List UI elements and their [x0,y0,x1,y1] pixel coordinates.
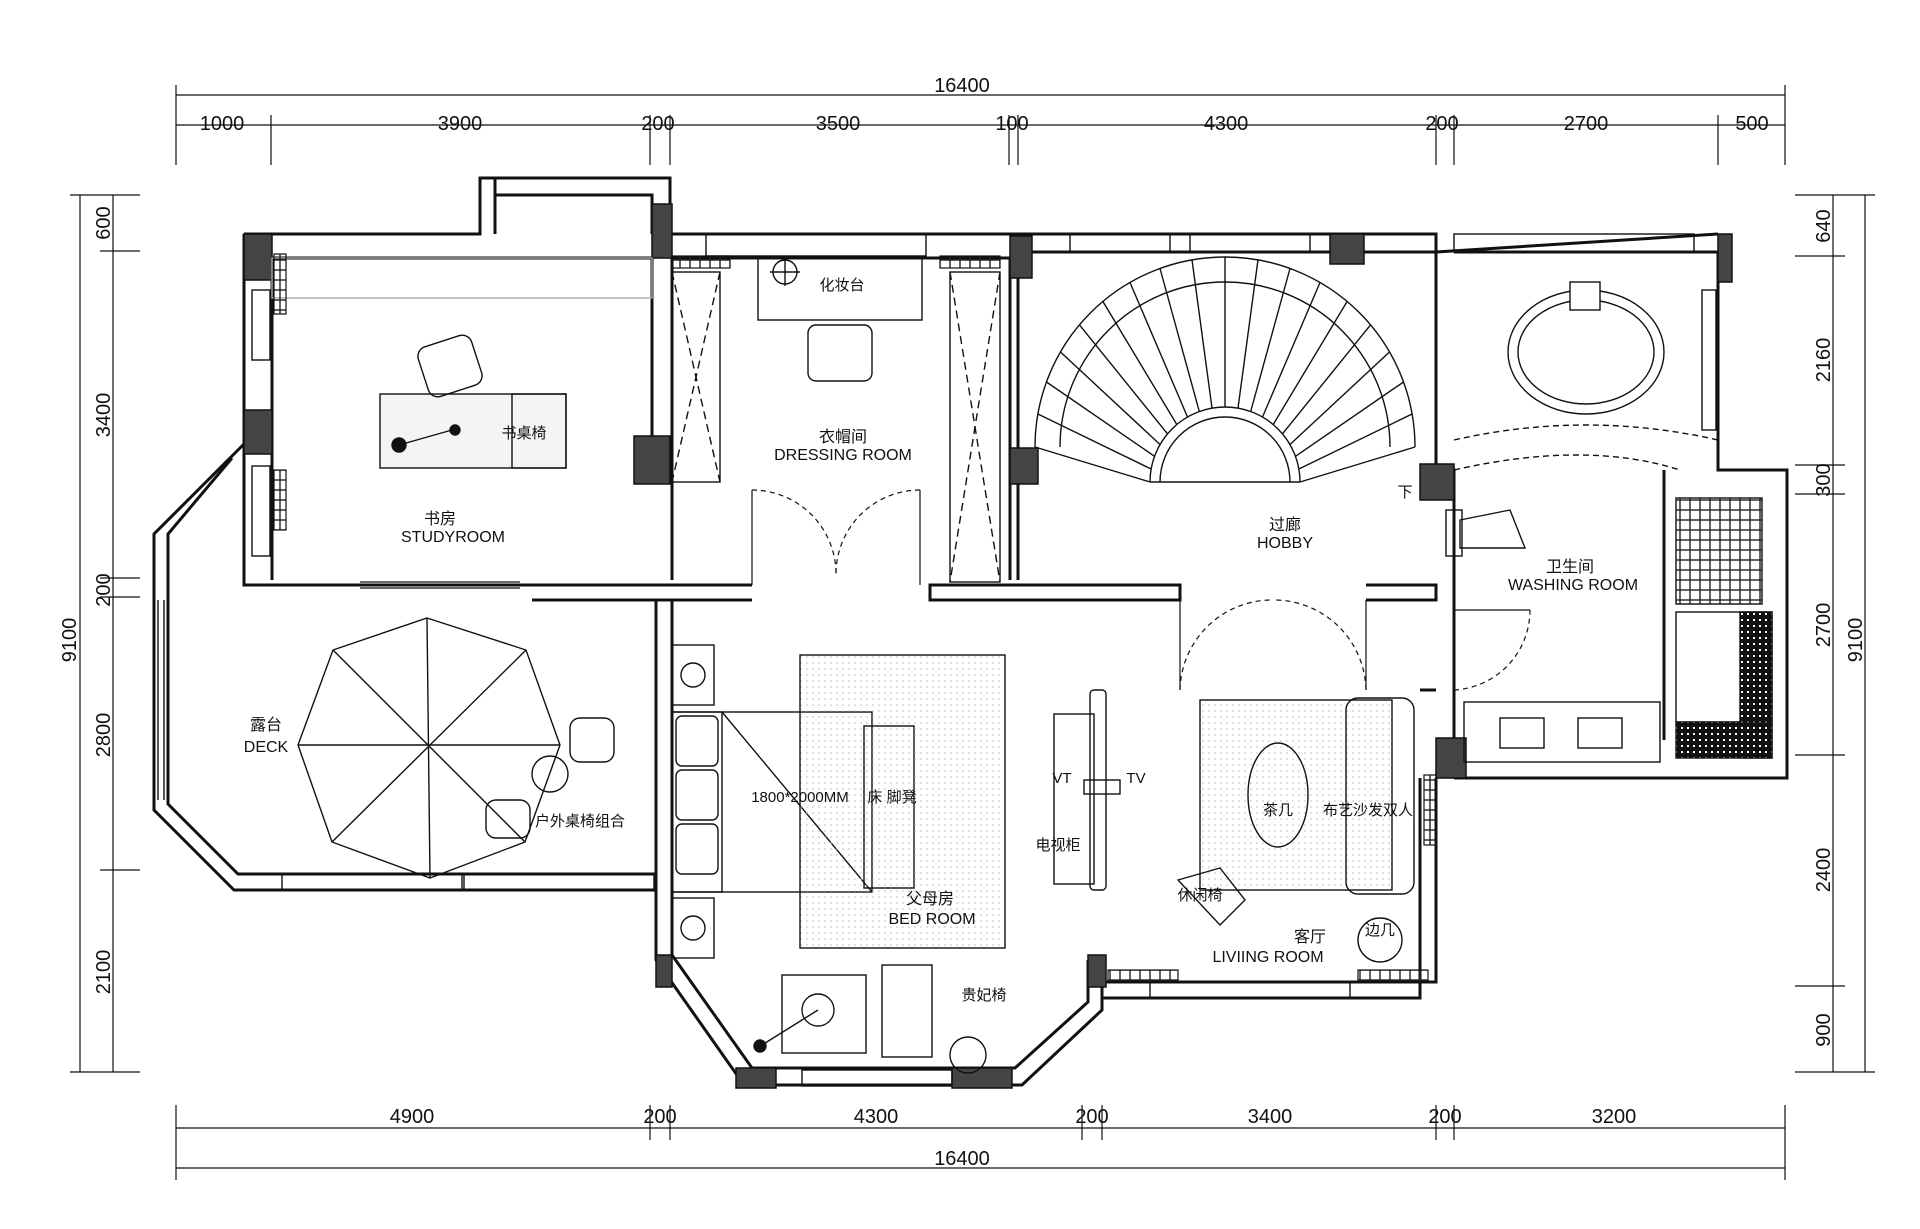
heater-grilles [273,253,1437,983]
room-study-zh: 书房 [424,510,456,528]
stair-tread [1159,268,1200,412]
stair-tread [1289,351,1390,446]
windows [157,233,1717,1087]
furniture-labels: 化妆台 书桌椅 户外桌椅组合 1800*2000MM 床 脚凳 电视柜 VT T… [501,277,1413,1004]
columns [243,203,1733,1089]
label-vt: VT [1052,770,1071,787]
label-stair-down: 下 [1397,484,1412,501]
stair-tread [1129,282,1189,418]
label-tea-table: 茶几 [1263,802,1293,819]
dim-top-4: 3500 [816,113,861,135]
dim-left-4: 2800 [93,713,115,758]
room-dressing-zh: 衣帽间 [819,428,867,446]
label-tv-cabinet: 电视柜 [1035,837,1080,854]
dim-bottom-7: 3200 [1592,1106,1637,1128]
room-hobby-en: HOBBY [1257,535,1313,552]
walls [152,176,1789,1087]
room-bed-zh: 父母房 [906,890,954,908]
stair-tread [1078,324,1169,435]
room-living-en: LIVIING ROOM [1212,949,1323,966]
room-labels: 书房 STUDYROOM 衣帽间 DRESSING ROOM 过廊 HOBBY … [244,428,1638,966]
dim-top-9: 500 [1735,113,1768,135]
stair-tread [1281,324,1372,435]
dim-left-2: 3400 [93,393,115,438]
dim-bottom-total: 16400 [934,1148,990,1170]
dim-bottom-3: 4300 [854,1106,899,1128]
label-desk-chair: 书桌椅 [501,425,546,442]
stair-tread [1272,301,1348,425]
dim-bottom-5: 3400 [1248,1106,1293,1128]
room-bed-en: BED ROOM [888,911,975,928]
label-bed-size: 1800*2000MM [751,789,849,806]
stair-tread [1191,259,1213,409]
stair-tread [1237,259,1259,409]
dim-bottom-2: 200 [643,1106,676,1128]
dim-top-7: 200 [1425,113,1458,135]
stair-tread [1299,446,1416,483]
room-study-en: STUDYROOM [401,529,505,546]
label-sofa: 布艺沙发双人 [1323,802,1413,819]
furniture [297,256,1773,1074]
label-lounge-chair: 休闲椅 [1177,887,1222,904]
dim-right-5: 2400 [1813,848,1835,893]
stair-tread [1046,381,1155,457]
dim-top-3: 200 [641,113,674,135]
dim-right-4: 2700 [1813,603,1835,648]
dim-right-1: 640 [1813,209,1835,242]
stair-tread [1102,301,1178,425]
dim-left-total: 9100 [59,618,81,663]
dim-right-2: 2160 [1813,338,1835,383]
label-bench: 床 脚凳 [867,789,916,806]
room-hobby-zh: 过廊 [1269,516,1301,534]
stair-tread [1060,351,1161,446]
dim-top-total: 16400 [934,75,990,97]
label-outdoor-set: 户外桌椅组合 [535,813,625,830]
stair-tread [1037,413,1152,470]
room-deck-en: DECK [244,739,289,756]
dim-right-6: 900 [1813,1013,1835,1046]
stair-tread [1295,381,1404,457]
dim-left-5: 2100 [93,950,115,995]
dim-top-5: 100 [995,113,1028,135]
dim-right-total: 9100 [1845,618,1867,663]
room-dressing-en: DRESSING ROOM [774,447,912,464]
stair-tread [1034,446,1151,483]
dim-left-3: 200 [93,573,115,606]
dim-bottom-4: 200 [1075,1106,1108,1128]
dim-top-1: 1000 [200,113,245,135]
label-chaise: 贵妃椅 [961,987,1006,1004]
dim-top-2: 3900 [438,113,483,135]
stair-tread [1261,282,1321,418]
dim-top-6: 4300 [1204,113,1249,135]
stair-tread [1298,413,1413,470]
dim-right-3: 300 [1813,463,1835,496]
dimension-lines [70,85,1875,1180]
dim-bottom-6: 200 [1428,1106,1461,1128]
room-washing-en: WASHING ROOM [1508,577,1638,594]
dim-top-8: 2700 [1564,113,1609,135]
room-deck-zh: 露台 [250,716,282,734]
dim-left-1: 600 [93,206,115,239]
label-side-table: 边几 [1365,922,1395,939]
label-tv: TV [1126,770,1145,787]
room-living-zh: 客厅 [1294,928,1326,946]
doors [360,489,1531,691]
stair-tread [1250,268,1291,412]
dimension-labels: 16400 1000 3900 200 3500 100 4300 200 27… [59,75,1867,1170]
label-vanity: 化妆台 [819,277,864,294]
dim-bottom-1: 4900 [390,1106,435,1128]
room-washing-zh: 卫生间 [1546,558,1594,576]
